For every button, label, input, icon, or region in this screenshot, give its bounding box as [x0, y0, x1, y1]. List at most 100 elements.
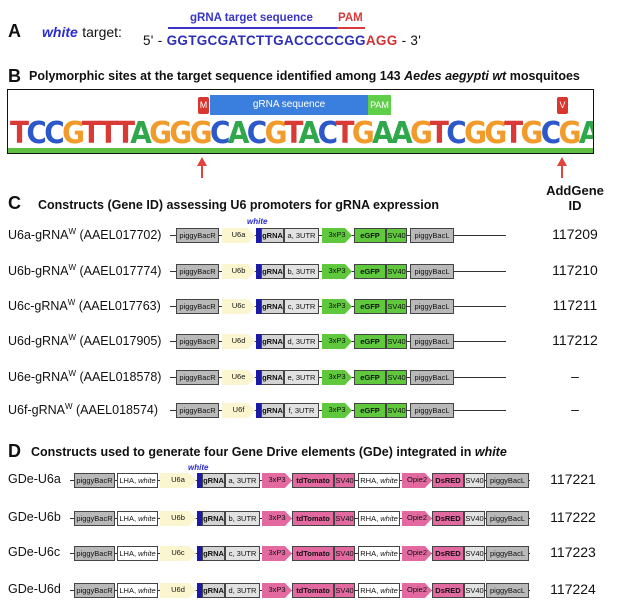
egfp-element: eGFP	[354, 228, 386, 243]
3xp3-promoter-element: 3xP3	[262, 473, 292, 488]
addgene-id: 117210	[552, 262, 598, 278]
addgene-header-line1: AddGene	[546, 183, 604, 198]
gde-construct-label: GDe-U6d	[8, 582, 61, 596]
utr-element: c, 3UTR	[284, 299, 319, 314]
logo-letter: G	[410, 115, 432, 152]
tdtomato-element: tdTomato	[292, 473, 334, 488]
seq-target: GGTGCGATCTTGACCCCCGG	[166, 33, 366, 48]
rha-text: RHA,	[360, 514, 381, 523]
white-gene-label: white	[42, 24, 78, 40]
construct-sup: W	[68, 263, 76, 272]
dsred-element: DsRED	[432, 583, 464, 598]
u6-promoter-element: U6c	[160, 546, 196, 561]
3xp3-promoter-element: 3xP3	[322, 403, 352, 418]
logo-letter: T	[98, 115, 119, 152]
3xp3-promoter-element: 3xP3	[322, 228, 352, 243]
grna-element: gRNA	[261, 299, 284, 314]
panel-b-title-post: mosquitoes	[506, 69, 580, 83]
logo-letter: G	[520, 115, 544, 152]
panel-d-title-pre: Constructs used to generate four Gene Dr…	[31, 445, 475, 459]
construct-gene-id: (AAEL017763)	[75, 299, 161, 314]
lha-text: LHA,	[119, 586, 139, 595]
piggybac-r-element: piggyBacR	[176, 264, 219, 279]
seq-pam: AGG	[365, 33, 398, 48]
utr-element: a, 3UTR	[284, 228, 319, 243]
u6-promoter-element: U6f	[222, 403, 255, 418]
sv40-element: SV40	[386, 403, 407, 418]
construct-label: U6d-gRNAW (AAEL017905)	[8, 333, 161, 348]
white-target-element	[256, 370, 261, 385]
u6-promoter-element: U6d	[222, 334, 255, 349]
piggybac-l-element: piggyBacL	[410, 264, 454, 279]
logo-letter: G	[189, 115, 213, 152]
logo-letter: T	[335, 115, 354, 152]
piggybac-l-element: piggyBacL	[486, 583, 529, 598]
logo-letter: G	[484, 115, 506, 152]
white-target-element	[256, 228, 261, 243]
white-target-element	[197, 546, 202, 561]
logo-letter: G	[351, 115, 375, 152]
panel-d-letter: D	[8, 441, 21, 461]
target-label: target:	[82, 24, 122, 40]
piggybac-r-element: piggyBacR	[74, 511, 115, 526]
dsred-element: DsRED	[432, 511, 464, 526]
dsred-element: DsRED	[432, 546, 464, 561]
lha-white-text: white	[138, 586, 156, 595]
lha-white-text: white	[138, 476, 156, 485]
egfp-element: eGFP	[354, 264, 386, 279]
piggybac-l-element: piggyBacL	[486, 511, 529, 526]
lha-white-element: LHA, white	[117, 511, 158, 526]
grna-element: gRNA	[261, 334, 284, 349]
m-marker: M	[198, 97, 209, 114]
logo-letter: G	[264, 115, 287, 152]
u6-promoter-element: U6d	[160, 583, 196, 598]
opie2-promoter-element: Opie2	[402, 546, 432, 561]
sv40-element-2: SV40	[464, 511, 485, 526]
piggybac-r-element: piggyBacR	[176, 370, 219, 385]
sv40-element: SV40	[334, 546, 355, 561]
logo-letter: A	[130, 115, 152, 152]
logo-letter: T	[429, 115, 449, 152]
addgene-id: –	[571, 401, 579, 417]
utr-element: b, 3UTR	[284, 264, 319, 279]
construct-gene-id: (AAEL018578)	[76, 370, 162, 385]
sv40-element: SV40	[386, 370, 407, 385]
white-target-element	[256, 264, 261, 279]
rha-white-text: white	[380, 549, 398, 558]
lha-text: LHA,	[119, 549, 139, 558]
construct-name: U6f-gRNA	[8, 403, 65, 418]
rha-white-element: RHA, white	[358, 583, 400, 598]
construct-gene-id: (AAEL017774)	[76, 264, 162, 279]
u6-promoter-element: U6b	[222, 264, 255, 279]
opie2-promoter-element: Opie2	[402, 473, 432, 488]
addgene-id: 117222	[550, 509, 596, 525]
logo-baseline	[8, 148, 593, 153]
utr-element: a, 3UTR	[225, 473, 260, 488]
u6-promoter-element: U6b	[160, 511, 196, 526]
panel-b-title-species: Aedes aegypti wt	[404, 69, 507, 83]
panel-c-title: Constructs (Gene ID) assessing U6 promot…	[38, 198, 440, 212]
rha-white-text: white	[380, 586, 398, 595]
logo-letter: C	[209, 115, 230, 152]
panel-d-title: Constructs used to generate four Gene Dr…	[31, 445, 507, 459]
3xp3-promoter-element: 3xP3	[262, 583, 292, 598]
piggybac-r-element: piggyBacR	[74, 546, 115, 561]
tdtomato-element: tdTomato	[292, 546, 334, 561]
u6-promoter-element: U6a	[160, 473, 196, 488]
logo-letters: TCCGTTTAGGGCACGTACTGAAGTCGGTGCGATCTTGACC…	[10, 115, 593, 152]
lha-white-text: white	[138, 514, 156, 523]
panel-a-heading: white target:	[42, 24, 122, 42]
grna-target-label: gRNA target sequence	[190, 12, 313, 24]
logo-letter: C	[317, 115, 338, 152]
rha-white-element: RHA, white	[358, 473, 400, 488]
grna-sequence-box: gRNA sequence	[210, 95, 368, 115]
lha-white-element: LHA, white	[117, 583, 158, 598]
u6-promoter-element: U6c	[222, 299, 255, 314]
white-target-element	[197, 473, 202, 488]
rha-text: RHA,	[360, 476, 381, 485]
